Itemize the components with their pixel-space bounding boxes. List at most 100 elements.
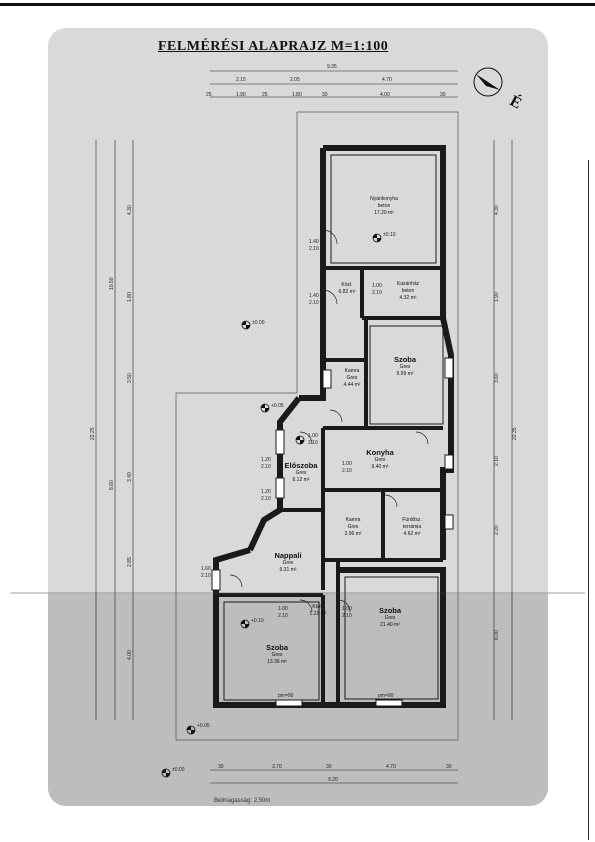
dim-left-s2: 1.80: [127, 292, 133, 302]
room-name: Nyárikonyha: [370, 196, 398, 202]
door-dim-4h: 2.10: [308, 440, 318, 446]
dim-bottom-3: 30: [326, 764, 332, 770]
room-area: 6.82 m²: [338, 289, 356, 295]
room-name: Közl.: [341, 282, 353, 288]
dim-left-b: 10.50: [109, 277, 115, 290]
door-dim-3h: 2.10: [372, 290, 382, 296]
room-label-konyha: Konyha Gres 9.40 m²: [366, 448, 394, 471]
dim-left-s4: 3.40: [127, 472, 133, 482]
level-text-2: ±0.10: [383, 232, 396, 238]
site-boundary: [175, 111, 459, 741]
room-label-kozl2: Közl. 1.21 m²: [310, 604, 327, 618]
dim-top-2: 2.05: [290, 77, 300, 83]
room-area: 1.21 m²: [309, 611, 327, 617]
door-dim-10w: 1.20: [261, 489, 271, 495]
dim-top-total: 9.35: [327, 64, 337, 70]
room-label-kamra2: Kamra Gres 3.96 m²: [345, 517, 362, 538]
dim-left-total: 22.25: [90, 427, 96, 440]
room-floor: beton: [401, 288, 415, 294]
ceiling-height-note: Belmagasság: 2.50m: [214, 798, 271, 804]
dim-right-s3: 3.60: [494, 373, 500, 383]
dim-top-r2-1: 25: [206, 92, 212, 98]
door-dim-3w: 1.00: [372, 283, 382, 289]
room-outlines: [223, 154, 444, 701]
room-label-eloszoba: Előszoba Gres 6.12 m²: [285, 461, 318, 484]
room-floor: Gres: [374, 457, 386, 463]
room-area: 9.31 m²: [279, 567, 297, 573]
dim-bottom-2: 3.70: [272, 764, 282, 770]
room-area: 4.32 m²: [399, 295, 417, 301]
dim-top-1: 2.15: [236, 77, 246, 83]
room-floor: Gres: [384, 615, 396, 621]
room-name: Nappali: [274, 551, 302, 560]
door-dim-5h: 2.10: [342, 468, 352, 474]
room-name: Kazánház: [396, 281, 420, 287]
room-area: 4.44 m²: [343, 382, 361, 388]
room-label-kamra1: Kamra Gres 4.44 m²: [344, 368, 361, 389]
room-name: Szoba: [378, 606, 402, 615]
door-dim-7h: 2.10: [278, 613, 288, 619]
room-area: 3.96 m²: [344, 531, 362, 537]
door-dim-1h: 2.10: [309, 246, 319, 252]
dim-top-r2-7: 30: [440, 92, 446, 98]
dim-left-c: 8.60: [109, 480, 115, 490]
door-dim-8h: 2.10: [342, 613, 352, 619]
dimension-labels: 9.35 2.15 2.05 4.70 25 1.90 25 1.80 30 4…: [90, 64, 518, 783]
room-label-nappali: Nappali Gres 9.31 m²: [274, 551, 301, 574]
level-marker-icon: [240, 619, 250, 629]
room-floor: terrámia: [402, 524, 422, 530]
door-dim-6w: 1.60: [201, 566, 211, 572]
dim-left-s6: 4.00: [127, 650, 133, 660]
room-name: Kamra: [344, 368, 360, 374]
top-dimension-lines: [210, 70, 458, 98]
inner-walls: [216, 266, 443, 705]
dim-bottom-4: 4.70: [386, 764, 396, 770]
door-dim-1w: 1.40: [309, 239, 319, 245]
dim-right-total: 22.35: [512, 427, 518, 440]
dim-left-s1: 4.30: [127, 205, 133, 215]
room-label-furdo: Fürdősz. terrámia 4.62 m²: [402, 517, 421, 538]
room-area: 21.40 m²: [380, 622, 400, 628]
door-dim-7w: 1.00: [278, 606, 288, 612]
room-area: 9.40 m²: [371, 464, 389, 470]
door-dim-6h: 2.10: [201, 573, 211, 579]
level-text-4: +0.05: [271, 403, 284, 409]
dim-left-s3: 3.50: [127, 373, 133, 383]
room-area: 13.36 m²: [267, 659, 287, 665]
dim-right-s2: 1.90: [494, 292, 500, 302]
room-floor: Gres: [295, 470, 307, 476]
level-text-6: +0.05: [197, 723, 210, 729]
door-dim-10h: 2.10: [261, 496, 271, 502]
room-name: Fürdősz.: [402, 517, 422, 523]
room-label-kozl1: Közl. 6.82 m²: [339, 282, 356, 296]
room-floor: Gres: [282, 560, 294, 566]
dim-right-s6: 6.00: [494, 630, 500, 640]
room-label-szoba3: Szoba Gres 13.36 m²: [266, 643, 288, 666]
level-marker-icon: [186, 725, 196, 735]
dim-top-r2-2: 1.90: [236, 92, 246, 98]
level-marker-icon: [241, 320, 251, 330]
bottom-dimension-lines: [210, 769, 458, 784]
level-text-7: ±0.00: [172, 767, 185, 773]
page-title: FELMÉRÉSI ALAPRAJZ M=1:100: [158, 39, 389, 54]
door-dim-4w: 1.00: [308, 433, 318, 439]
dim-bottom-1: 30: [218, 764, 224, 770]
dim-right-s1: 4.30: [494, 205, 500, 215]
room-area: 6.12 m²: [292, 477, 310, 483]
dim-right-s4: 2.10: [494, 456, 500, 466]
dim-top-3: 4.70: [382, 77, 392, 83]
room-label-kazanhaz: Kazánház beton 4.32 m²: [397, 281, 419, 302]
level-markers: ±0.00 ±0.10 +0.05 +0.10 +0.05: [161, 232, 396, 778]
room-floor: Gres: [271, 652, 283, 658]
door-dim-5w: 1.00: [342, 461, 352, 467]
door-dim-9h: 2.10: [261, 464, 271, 470]
door-dim-9w: 1.20: [261, 457, 271, 463]
north-arrow-icon: [473, 67, 503, 97]
dim-top-r2-5: 30: [322, 92, 328, 98]
top-border-line: [0, 3, 595, 6]
room-area: 17.20 m²: [374, 210, 394, 216]
level-marker-icon: [372, 233, 382, 243]
left-dimension-lines: [95, 140, 134, 720]
room-name: Előszoba: [284, 461, 318, 470]
